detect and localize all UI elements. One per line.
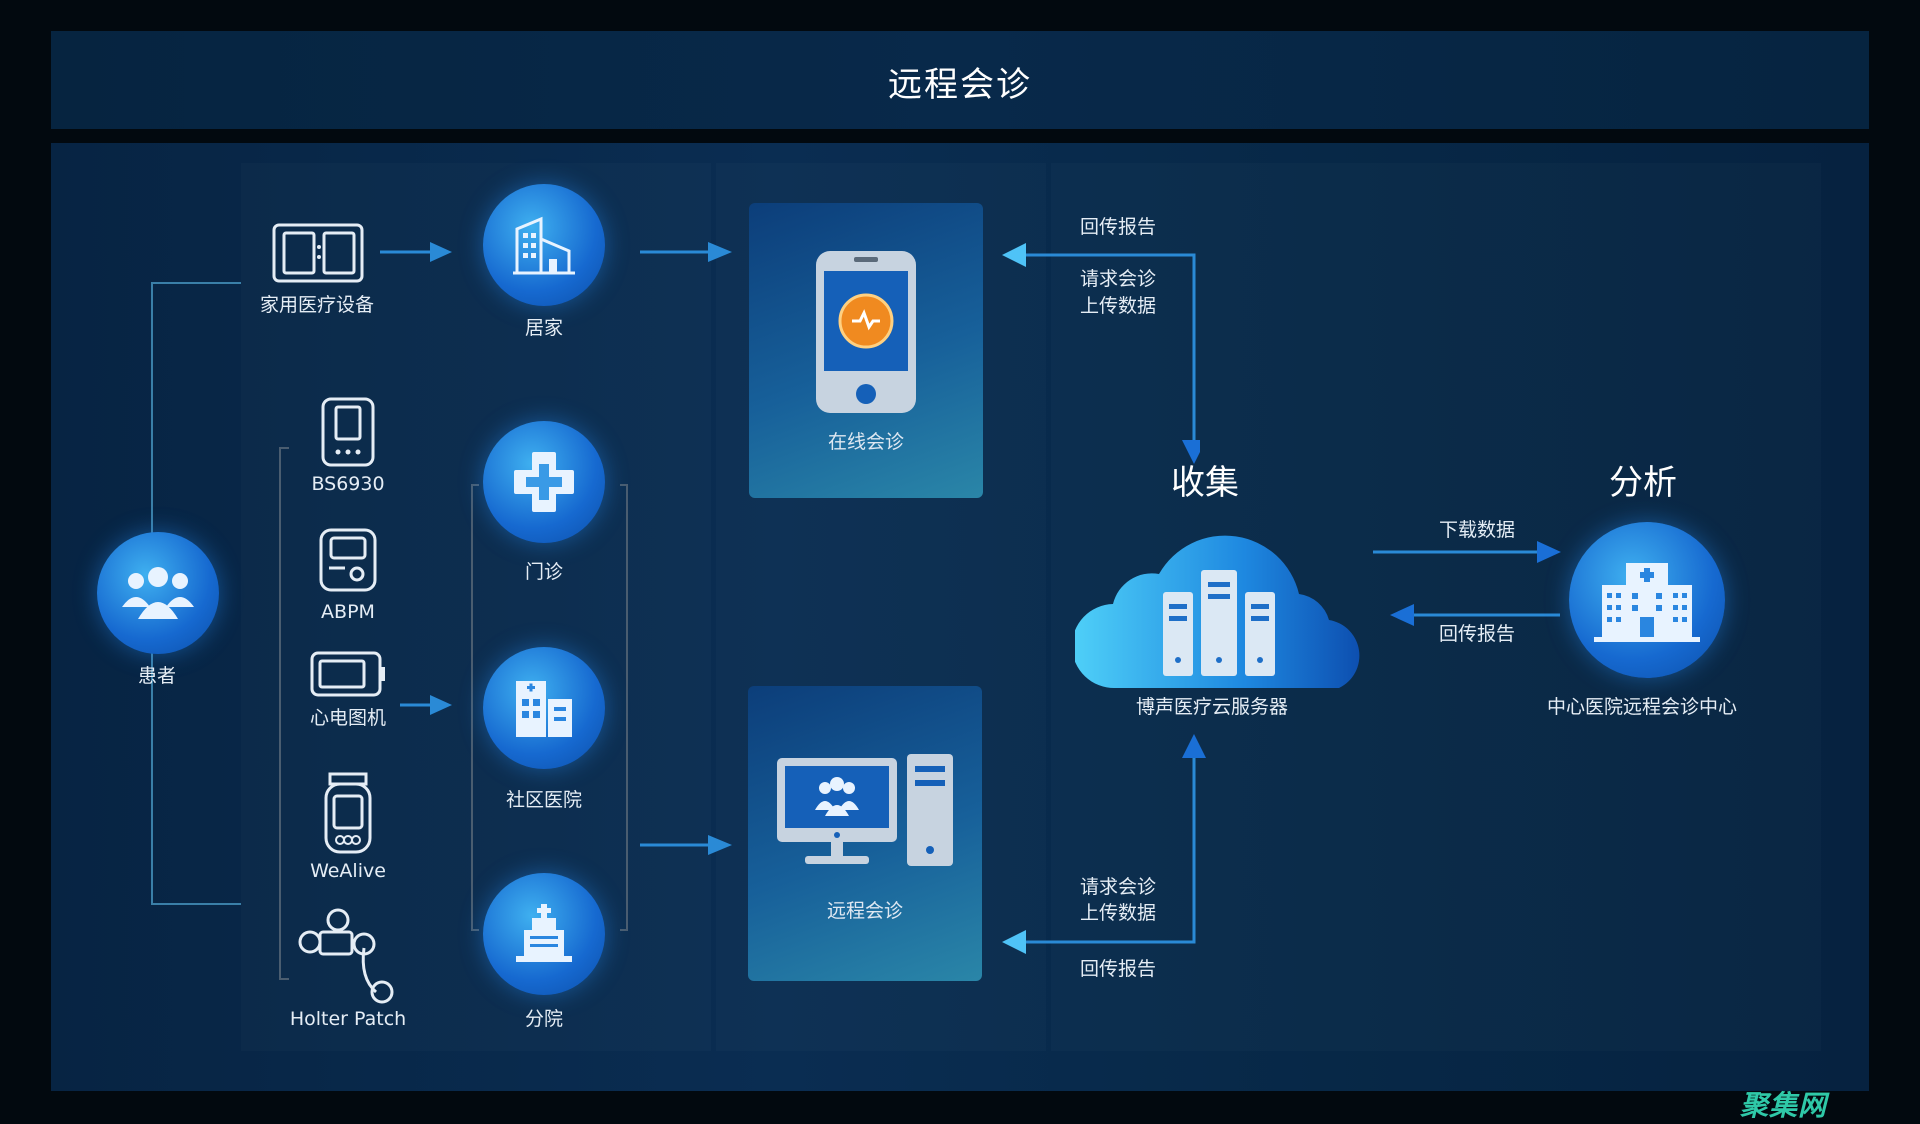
- abpm-device-icon: [319, 528, 377, 592]
- arrow-right: [640, 835, 732, 855]
- facility-bracket-right: [626, 484, 628, 931]
- collect-heading: 收集: [1171, 463, 1239, 503]
- facility-label: 门诊: [524, 561, 564, 583]
- central-hospital-icon: [1594, 563, 1700, 642]
- top-flow-connector: [1002, 243, 1200, 464]
- medical-cross-icon: [514, 452, 574, 512]
- home-node: [483, 184, 605, 306]
- patient-label: 患者: [137, 665, 177, 687]
- home-device-icon: [272, 223, 364, 283]
- analyze-heading: 分析: [1609, 463, 1677, 503]
- patient-bracket-top: [151, 282, 241, 284]
- device-label: WeAlive: [310, 860, 386, 882]
- top-return-report-label: 回传报告: [1079, 216, 1157, 238]
- device-label: 心电图机: [309, 707, 387, 729]
- desktop-computer-icon: [777, 754, 953, 866]
- home-label: 居家: [524, 317, 564, 339]
- return-report-arrow: [1390, 604, 1560, 626]
- bracket-tick: [620, 484, 628, 486]
- header-banner: 远程会诊: [51, 31, 1869, 129]
- house-building-icon: [513, 216, 575, 275]
- remote-consult-card[interactable]: 远程会诊: [748, 686, 982, 981]
- central-hospital-node: [1569, 522, 1725, 678]
- bracket-tick: [471, 484, 479, 486]
- download-arrow: [1373, 541, 1561, 563]
- bottom-return-report-label: 回传报告: [1079, 958, 1157, 980]
- branch-hospital-node: [483, 873, 605, 995]
- bottom-request-label: 请求会诊: [1079, 876, 1157, 898]
- watermark-logo: 聚集网: [1740, 1089, 1828, 1122]
- arrow-right: [400, 695, 452, 715]
- bs6930-device-icon: [321, 397, 375, 467]
- device-bracket-top: [279, 447, 289, 449]
- page-title: 远程会诊: [888, 65, 1032, 105]
- facility-bracket-left: [471, 484, 473, 931]
- cloud-server-label: 博声医疗云服务器: [1135, 696, 1289, 718]
- facility-label: 社区医院: [505, 789, 583, 811]
- online-consult-card[interactable]: 在线会诊: [749, 203, 983, 498]
- bracket-tick: [620, 929, 628, 931]
- facility-label: 分院: [524, 1008, 564, 1030]
- device-bracket: [279, 447, 281, 980]
- wealive-device-icon: [324, 772, 372, 854]
- patient-node: [97, 532, 219, 654]
- top-upload-label: 上传数据: [1079, 295, 1157, 317]
- top-request-label: 请求会诊: [1079, 268, 1157, 290]
- community-hospital-node: [483, 647, 605, 769]
- arrow-right: [380, 242, 452, 262]
- bottom-upload-label: 上传数据: [1079, 902, 1157, 924]
- device-label: Holter Patch: [289, 1008, 407, 1030]
- device-label: ABPM: [321, 601, 375, 623]
- hospital-building-icon: [516, 681, 572, 737]
- bracket-tick: [471, 929, 479, 931]
- cloud-server-icon: [1075, 535, 1360, 689]
- remote-consult-label: 远程会诊: [826, 900, 903, 922]
- people-icon: [122, 567, 194, 619]
- smartphone-icon: [816, 251, 916, 413]
- arrow-right: [640, 242, 732, 262]
- return-report-label: 回传报告: [1438, 623, 1516, 645]
- device-label: BS6930: [311, 473, 385, 495]
- online-consult-label: 在线会诊: [827, 431, 904, 453]
- central-hospital-label: 中心医院远程会诊中心: [1546, 696, 1738, 718]
- holter-patch-icon: [298, 908, 394, 1004]
- branch-building-icon: [516, 904, 572, 962]
- device-bracket-bottom: [279, 978, 289, 980]
- ecg-machine-icon: [310, 651, 385, 697]
- download-data-label: 下载数据: [1438, 519, 1516, 541]
- home-device-label: 家用医疗设备: [259, 294, 375, 316]
- bottom-flow-connector: [1002, 734, 1206, 954]
- patient-bracket-bottom: [151, 903, 241, 905]
- clinic-node: [483, 421, 605, 543]
